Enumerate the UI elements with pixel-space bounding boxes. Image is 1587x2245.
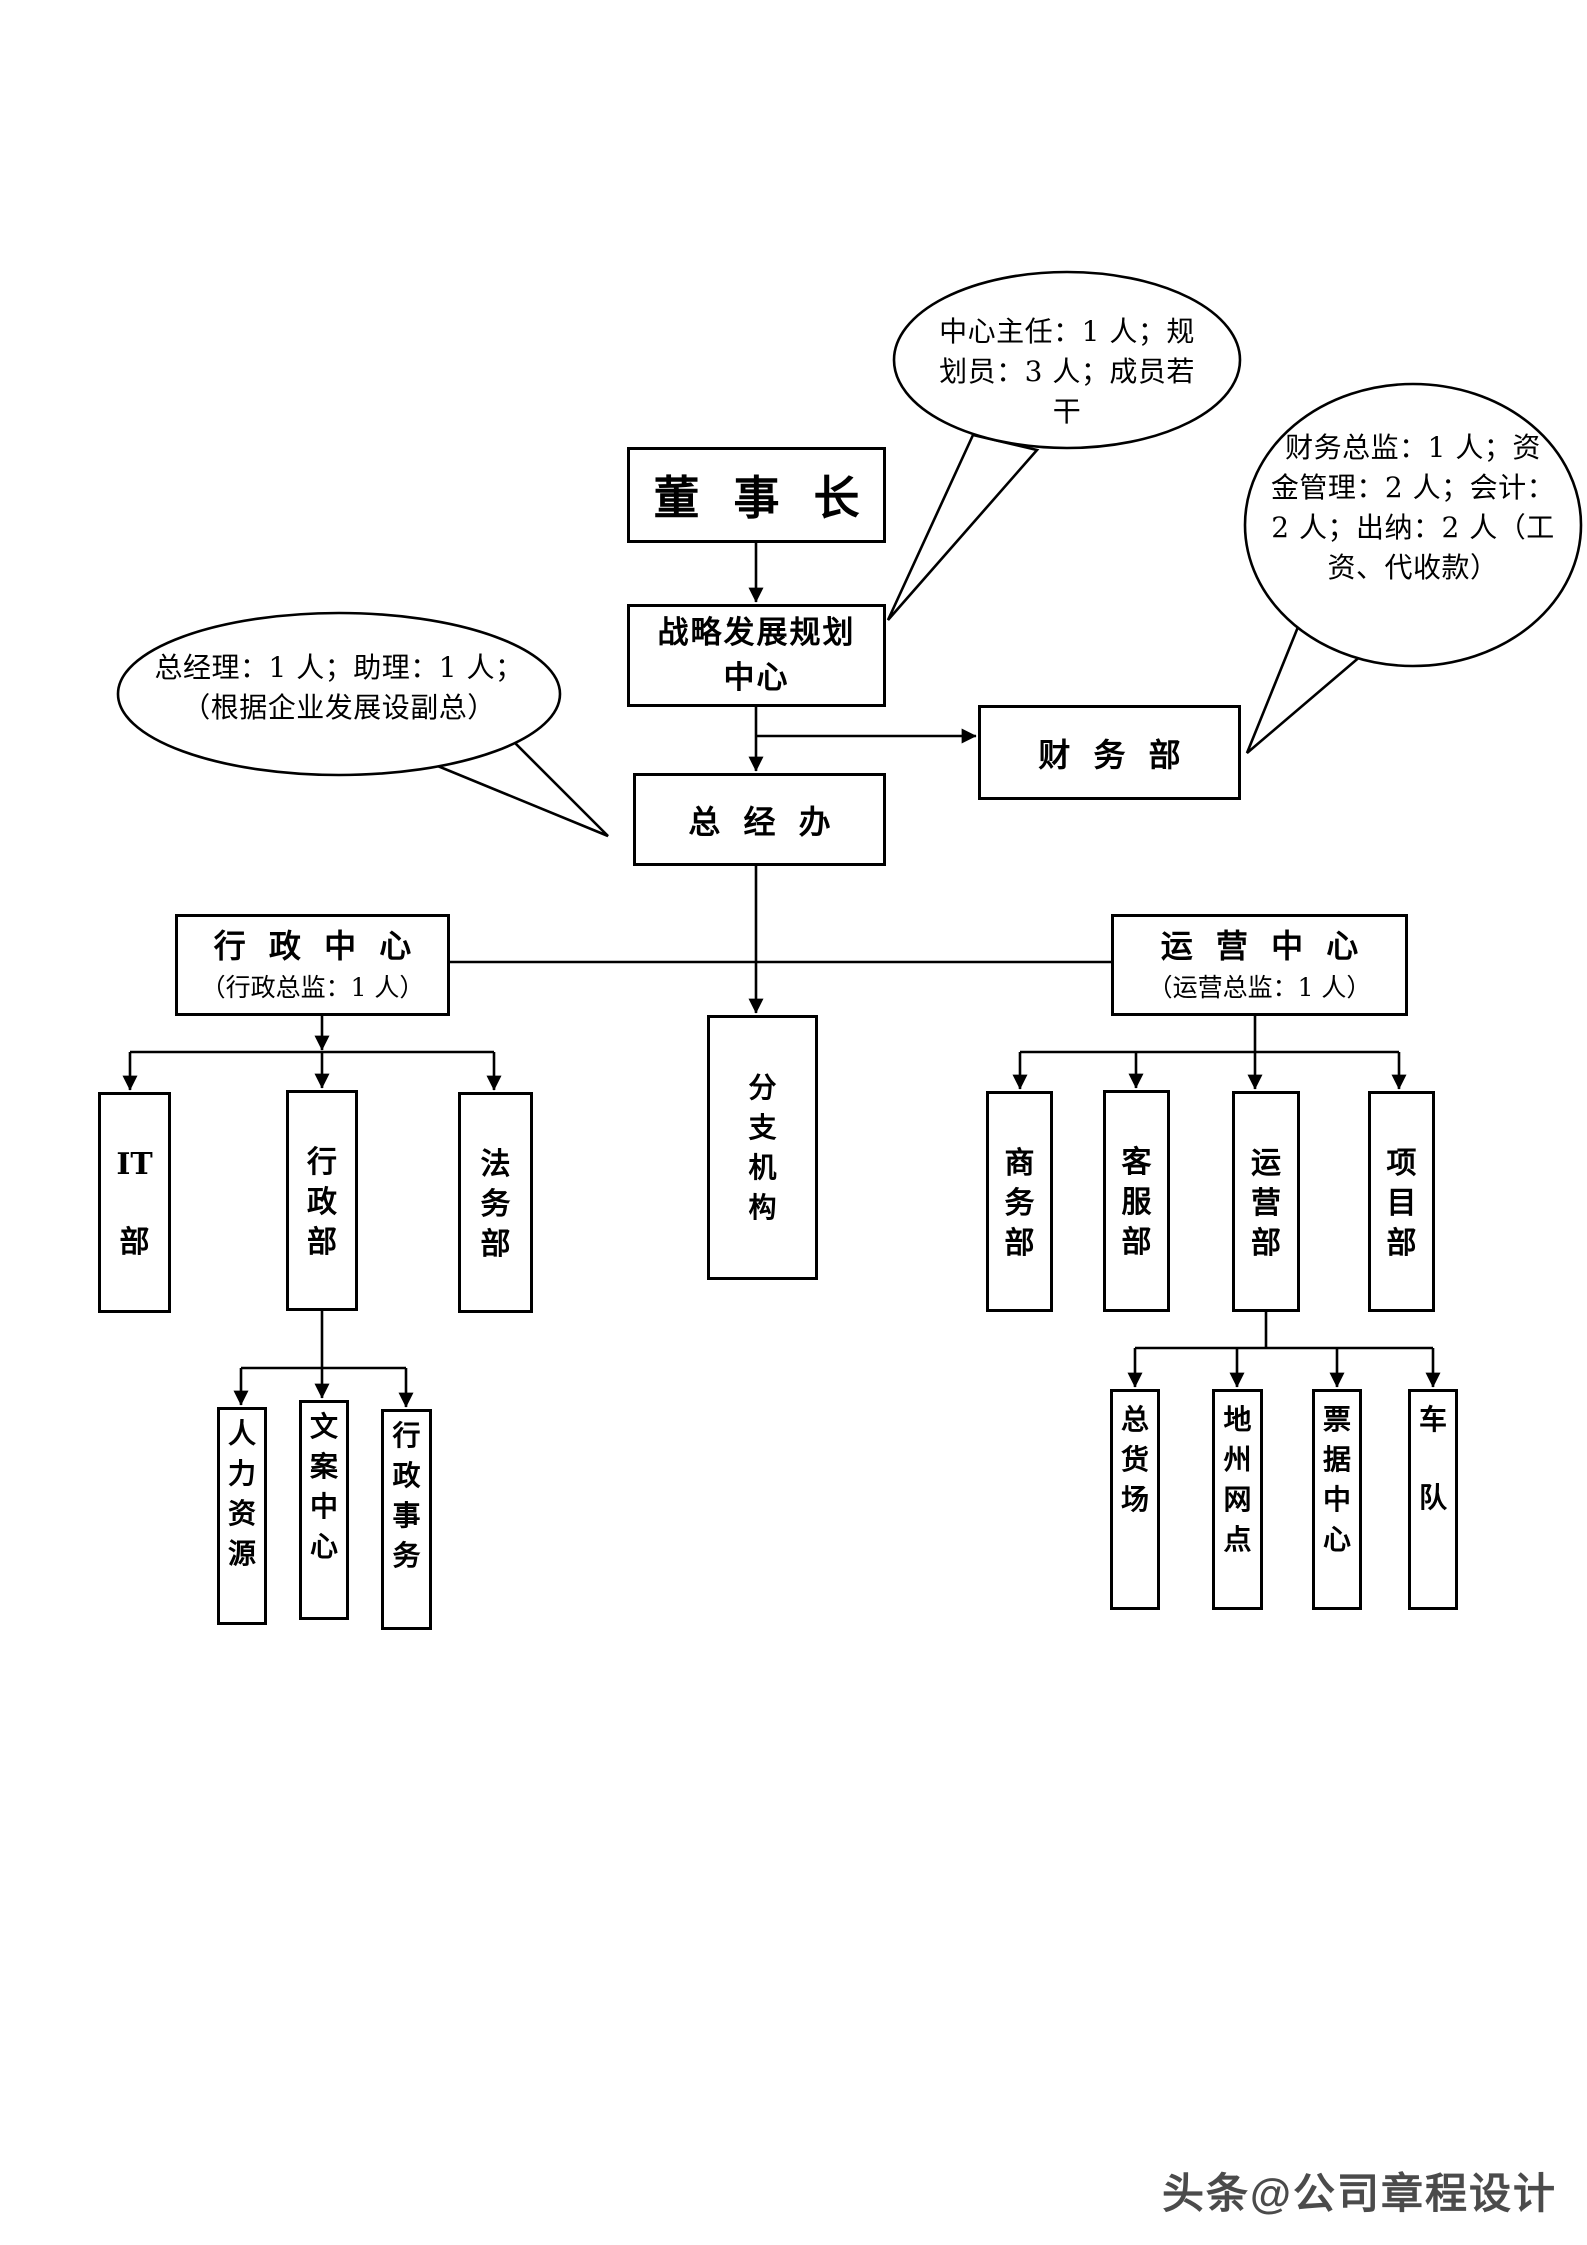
vertical-label-char: 队 (1418, 1481, 1447, 1514)
vertical-label-char: 点 (1223, 1523, 1252, 1556)
vertical-label-char: 政 (307, 1185, 337, 1220)
box-it-dept: IT 部 (98, 1092, 171, 1313)
planning-note: 中心主任：1 人；规 划员：3 人；成员若 干 (912, 312, 1222, 432)
vertical-label-char: 部 (1251, 1226, 1281, 1261)
vertical-label-char: 服 (1121, 1185, 1152, 1220)
vertical-label-char: 心 (309, 1530, 338, 1563)
vertical-label-char: 法 (480, 1147, 511, 1182)
vertical-label-char: 行 (307, 1145, 337, 1180)
vertical-label-char: 部 (1386, 1226, 1417, 1261)
box-copywriting-center: 文案中心 (299, 1400, 349, 1620)
finance-dept-label: 财 务 部 (1038, 735, 1187, 774)
vertical-label-char: 货 (1120, 1443, 1149, 1476)
box-branch-office: 分支机构 (707, 1015, 818, 1280)
vertical-label-char: 政 (392, 1459, 421, 1492)
box-project-dept: 项目部 (1368, 1091, 1435, 1312)
vertical-label-char: 商 (1004, 1146, 1035, 1181)
box-ops-center: 运 营 中 心 （运营总监：1 人） (1111, 914, 1408, 1016)
strategy-center-label: 中心 (723, 659, 790, 696)
vertical-label-char: IT (116, 1147, 153, 1182)
vertical-label-char: 行 (392, 1419, 421, 1452)
gm-note: 总经理：1 人；助理：1 人； （根据企业发展设副总） (139, 648, 539, 728)
vertical-label-char: 项 (1386, 1146, 1417, 1181)
watermark: 头条@公司章程设计 (1162, 2170, 1557, 2217)
vertical-label-char: 构 (748, 1190, 777, 1224)
finance-note: 财务总监：1 人；资 金管理：2 人；会计： 2 人；出纳：2 人（工 资、代收… (1253, 428, 1573, 588)
vertical-label-char: 网 (1223, 1483, 1252, 1516)
vertical-label-char: 运 (1251, 1146, 1281, 1181)
vertical-label-char: 机 (748, 1150, 777, 1184)
vertical-label-char: 分 (748, 1070, 777, 1104)
vertical-label-char: 源 (227, 1537, 256, 1570)
admin-center-label: 行 政 中 心 (213, 927, 418, 965)
box-hr-dept: 人力资源 (217, 1407, 267, 1625)
ops-center-label: 运 营 中 心 (1160, 927, 1365, 965)
vertical-label-char: 支 (748, 1110, 777, 1144)
speech-bubbles (116, 270, 1583, 838)
planning-bubble-tail (886, 433, 1040, 621)
box-strategy-center: 战略发展规划 中心 (627, 604, 886, 707)
finance-note-line: 资、代收款） (1327, 551, 1499, 584)
vertical-label-char: 事 (392, 1499, 421, 1532)
finance-note-line: 财务总监：1 人；资 (1285, 431, 1541, 464)
gm-office-label: 总 经 办 (688, 802, 837, 841)
box-ticket-center: 票据中心 (1312, 1389, 1362, 1610)
admin-center-note: （行政总监：1 人） (200, 973, 425, 1002)
box-admin-dept: 行政部 (286, 1090, 358, 1311)
vertical-label-char: 人 (227, 1417, 256, 1450)
vertical-label-char: 总 (1120, 1403, 1149, 1436)
finance-note-line: 2 人；出纳：2 人（工 (1271, 511, 1555, 544)
chairman-label: 董 事 长 (653, 471, 869, 525)
vertical-label-char: 部 (480, 1227, 511, 1262)
vertical-label-char: 中 (1322, 1483, 1351, 1516)
vertical-label-char: 据 (1322, 1443, 1351, 1476)
vertical-label-char: 务 (1004, 1186, 1035, 1221)
vertical-label-char: 案 (309, 1450, 338, 1483)
gm-note-line: 总经理：1 人；助理：1 人； (154, 651, 524, 684)
vertical-label-char: 票 (1322, 1403, 1351, 1436)
finance-note-line: 金管理：2 人；会计： (1270, 471, 1556, 504)
box-business-dept: 商务部 (986, 1091, 1053, 1312)
vertical-label-char: 车 (1418, 1403, 1447, 1436)
vertical-label-char: 营 (1251, 1186, 1281, 1221)
vertical-label-char: 客 (1121, 1145, 1152, 1180)
vertical-label-char: 部 (307, 1225, 337, 1260)
box-freight-yard: 总货场 (1110, 1389, 1160, 1610)
ops-center-note: （运营总监：1 人） (1147, 973, 1372, 1002)
box-gm-office: 总 经 办 (633, 773, 886, 866)
box-admin-affairs: 行政事务 (381, 1409, 432, 1630)
vertical-label-char: 资 (227, 1497, 256, 1530)
box-service-dept: 客服部 (1103, 1090, 1170, 1312)
vertical-label-char: 心 (1322, 1523, 1351, 1556)
planning-bubble (892, 270, 1242, 450)
vertical-label-char: 力 (227, 1457, 256, 1490)
planning-note-line: 划员：3 人；成员若 (939, 355, 1195, 388)
box-operations-dept: 运营部 (1232, 1091, 1300, 1312)
finance-bubble (1243, 382, 1583, 668)
vertical-label-char: 中 (309, 1490, 338, 1523)
vertical-label-char: 部 (119, 1225, 150, 1260)
vertical-label-char: 部 (1004, 1226, 1035, 1261)
box-admin-center: 行 政 中 心 （行政总监：1 人） (175, 914, 450, 1016)
box-fleet: 车队 (1408, 1389, 1458, 1610)
gm-bubble (116, 611, 562, 777)
connector-lines (122, 543, 1441, 1408)
planning-note-line: 中心主任：1 人；规 (939, 315, 1195, 348)
box-chairman: 董 事 长 (627, 447, 886, 543)
vertical-label-char: 目 (1386, 1186, 1417, 1221)
vertical-label-char: 州 (1223, 1443, 1252, 1476)
vertical-label-char: 部 (1121, 1225, 1152, 1260)
vertical-label-char: 务 (392, 1539, 421, 1572)
box-finance-dept: 财 务 部 (978, 705, 1241, 800)
vertical-label-char: 场 (1120, 1483, 1149, 1516)
box-regional-network: 地州网点 (1212, 1389, 1263, 1610)
strategy-center-label: 战略发展规划 (657, 614, 856, 651)
vertical-label-char: 务 (480, 1187, 511, 1222)
planning-note-line: 干 (1052, 395, 1082, 428)
gm-note-line: （根据企业发展设副总） (182, 691, 496, 724)
box-legal-dept: 法务部 (458, 1092, 533, 1313)
vertical-label-char: 文 (309, 1410, 338, 1443)
vertical-label-char: 地 (1223, 1403, 1252, 1436)
